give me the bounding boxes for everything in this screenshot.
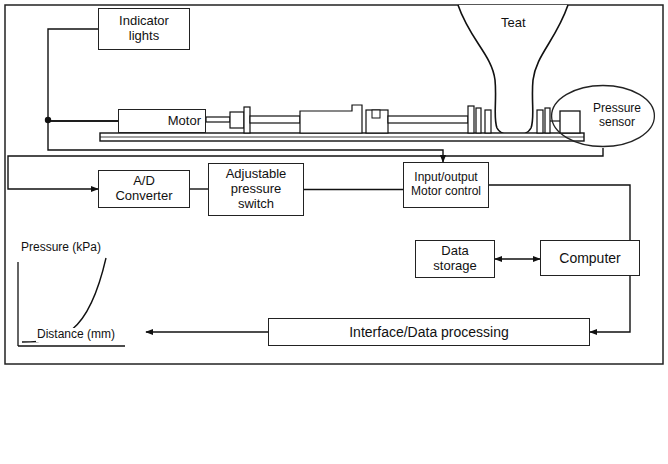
node-text: Pressure sensor [582, 102, 652, 130]
text-group: Data storage [420, 244, 490, 274]
connector [489, 185, 630, 240]
flange [476, 108, 481, 133]
node-text: Adjustable pressure switch [213, 167, 299, 212]
sensor-body [560, 111, 580, 133]
slot-block [366, 110, 388, 133]
highlight-ellipse [552, 86, 655, 147]
process-box: A/D Converter [98, 170, 190, 208]
part-label: Distance (mm) [36, 328, 116, 342]
text-group: Motor [168, 113, 201, 129]
shaft [250, 116, 300, 123]
text-group: Pressure sensor [582, 102, 652, 130]
node-text: Computer [559, 250, 620, 266]
slot [372, 110, 380, 118]
text-group: Input/output Motor control [408, 171, 484, 199]
contact-plate [537, 110, 543, 133]
contact-plate [485, 110, 491, 133]
node-text: Data storage [420, 244, 490, 274]
flange [545, 108, 550, 133]
carriage-block [300, 105, 362, 133]
text-group: Interface/Data processing [349, 324, 509, 340]
node-text: Motor [168, 114, 201, 129]
node-text: Interface/Data processing [349, 324, 509, 340]
process-box: Indicator lights [98, 8, 190, 50]
graph-axis [18, 345, 125, 346]
connector [495, 258, 540, 259]
text-group: A/D Converter [103, 174, 185, 204]
text-group: Computer [559, 250, 620, 266]
sensor-callout: Pressure sensor [550, 84, 656, 148]
process-box: Input/output Motor control [403, 162, 489, 208]
part-label: Teat [500, 16, 527, 31]
text-group: Adjustable pressure switch [213, 167, 299, 212]
base-rail-line [100, 137, 584, 138]
coupler [230, 112, 244, 128]
connector [590, 276, 630, 332]
push-rod [388, 116, 468, 123]
graph-axis [17, 262, 18, 346]
figure-border [5, 5, 663, 364]
flange [468, 106, 474, 133]
process-box: Interface/Data processing [268, 318, 590, 346]
node-text: Input/output Motor control [408, 171, 484, 199]
flange [244, 107, 250, 133]
part-label: Pressure (kPa) [20, 241, 102, 255]
process-box: Adjustable pressure switch [208, 163, 304, 216]
node-text: Indicator lights [103, 14, 185, 44]
base-rail [100, 133, 584, 141]
connector [304, 189, 403, 190]
process-box: Motor [118, 109, 206, 133]
shaft [206, 117, 230, 122]
process-box: Computer [540, 240, 640, 276]
node-text: A/D Converter [103, 174, 185, 204]
output-arrow [146, 331, 268, 332]
text-group: Indicator lights [103, 14, 185, 44]
connector [190, 188, 208, 189]
process-box: Data storage [415, 240, 495, 278]
